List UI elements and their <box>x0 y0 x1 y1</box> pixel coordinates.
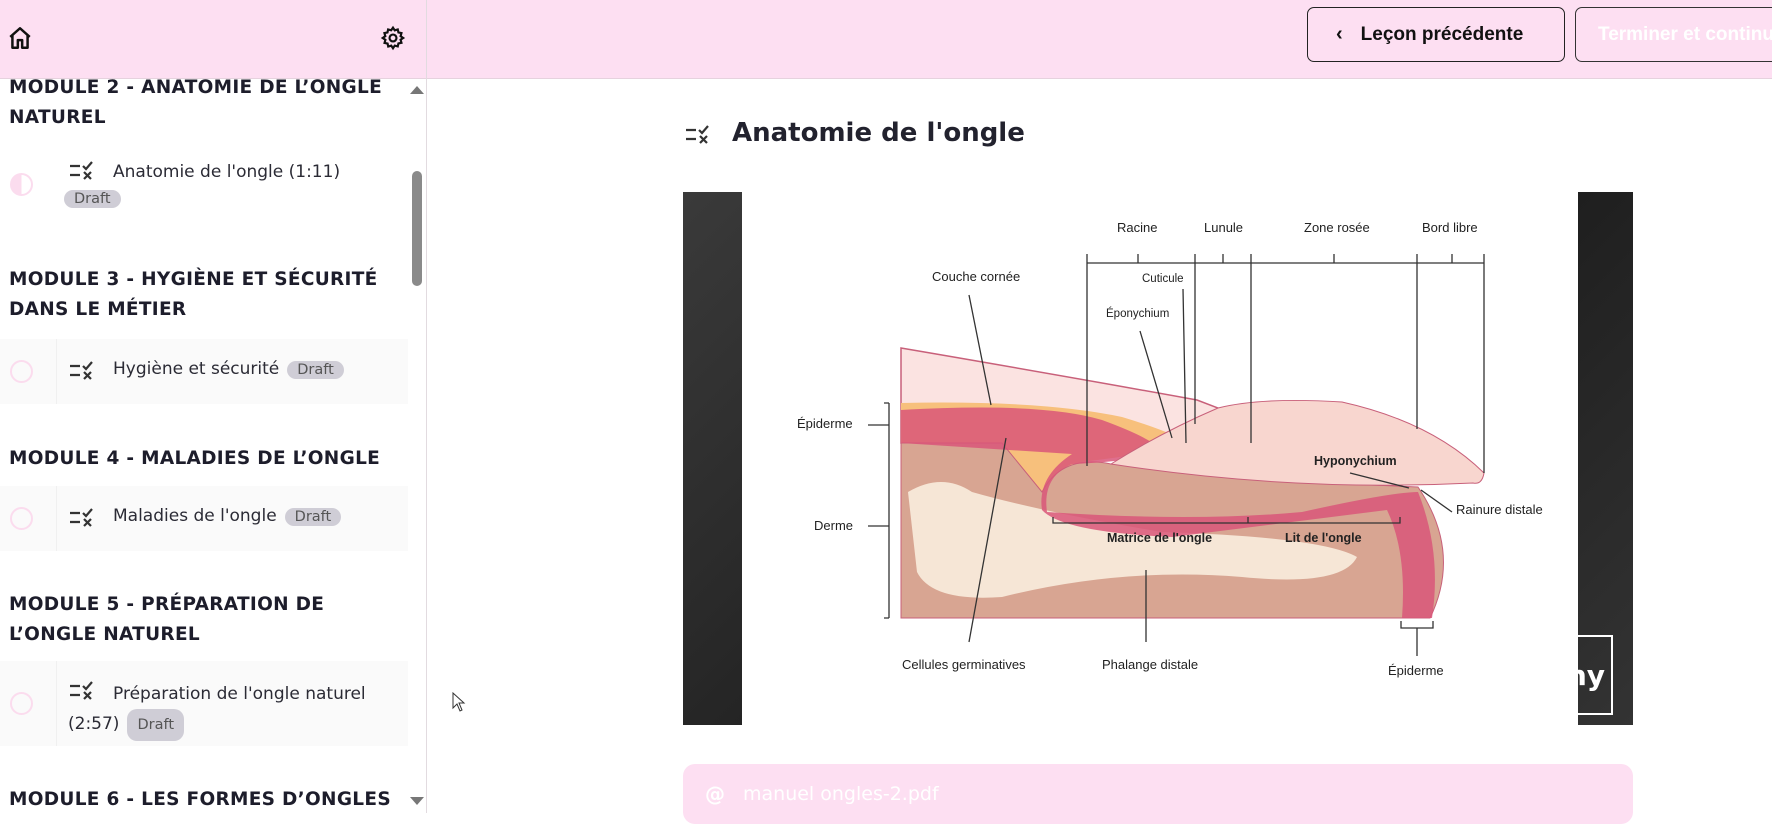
label-lit: Lit de l'ongle <box>1285 531 1362 545</box>
draft-badge: Draft <box>284 508 342 526</box>
home-button[interactable] <box>2 20 38 56</box>
label-epiderme-bottom: Épiderme <box>1388 663 1444 678</box>
chevron-left-icon: ‹ <box>1336 23 1343 45</box>
label-lunule: Lunule <box>1204 220 1243 235</box>
lesson-title: Anatomie de l'ongle <box>732 118 1025 148</box>
quiz-list-icon <box>70 508 93 527</box>
mouse-cursor-icon <box>452 692 466 712</box>
sidebar-divider <box>426 0 427 813</box>
scroll-down-icon[interactable] <box>410 797 424 805</box>
top-bar <box>0 0 1772 79</box>
complete-continue-button[interactable]: Terminer et continuer <box>1575 7 1772 62</box>
gear-icon <box>380 25 406 51</box>
label-cellules-germinatives: Cellules germinatives <box>902 657 1026 672</box>
label-bord-libre: Bord libre <box>1422 220 1478 235</box>
label-matrice: Matrice de l'ongle <box>1107 531 1212 545</box>
label-zone-rosee: Zone rosée <box>1304 220 1370 235</box>
draft-badge: Draft <box>64 190 121 208</box>
quiz-list-icon <box>686 125 709 144</box>
lesson-item[interactable]: Préparation de l'ongle naturel (2:57)Dra… <box>0 661 408 746</box>
progress-empty-icon <box>10 507 33 530</box>
progress-empty-icon <box>10 692 33 715</box>
label-couche-cornee: Couche cornée <box>932 269 1020 284</box>
label-hyponychium: Hyponychium <box>1314 454 1397 468</box>
nail-anatomy-diagram: Racine Lunule Zone rosée Bord libre Couc… <box>742 192 1578 725</box>
module-heading: MODULE 6 - LES FORMES D’ONGLES <box>9 789 391 810</box>
quiz-list-icon <box>70 361 93 380</box>
module-heading: MODULE 3 - HYGIÈNE ET SÉCURITÉ DANS LE M… <box>9 269 378 320</box>
lesson-video[interactable]: ny Racine Lunule Zone rosée Bord libre C… <box>683 192 1633 725</box>
lesson-item[interactable]: Anatomie de l'ongle (1:11) Draft <box>0 149 408 259</box>
attachment-link[interactable]: @ manuel ongles-2.pdf <box>683 764 1633 824</box>
previous-lesson-button[interactable]: ‹ Leçon précédente <box>1307 7 1565 62</box>
label-derme: Derme <box>814 518 853 533</box>
label-rainure-distale: Rainure distale <box>1456 502 1543 517</box>
quiz-list-icon <box>70 681 93 700</box>
label-eponychium: Éponychium <box>1106 307 1169 320</box>
label-phalange-distale: Phalange distale <box>1102 657 1198 672</box>
draft-badge: Draft <box>127 709 185 741</box>
settings-button[interactable] <box>375 20 411 56</box>
course-sidebar: MODULE 2 - ANATOMIE DE L’ONGLE NATUREL A… <box>0 79 426 813</box>
quiz-list-icon <box>70 161 93 180</box>
label-racine: Racine <box>1117 220 1157 235</box>
progress-empty-icon <box>10 360 33 383</box>
progress-half-icon <box>10 173 33 196</box>
scrollbar-thumb[interactable] <box>412 171 422 286</box>
module-heading: MODULE 5 - PRÉPARATION DE L’ONGLE NATURE… <box>9 594 325 645</box>
scroll-up-icon[interactable] <box>410 86 424 94</box>
paperclip-icon: @ <box>705 782 725 806</box>
label-epiderme: Épiderme <box>797 416 853 431</box>
module-heading: MODULE 2 - ANATOMIE DE L’ONGLE NATUREL <box>9 79 383 128</box>
module-heading: MODULE 4 - MALADIES DE L’ONGLE <box>9 448 381 469</box>
label-cuticule: Cuticule <box>1142 273 1184 285</box>
draft-badge: Draft <box>287 361 344 379</box>
home-icon <box>9 27 31 49</box>
